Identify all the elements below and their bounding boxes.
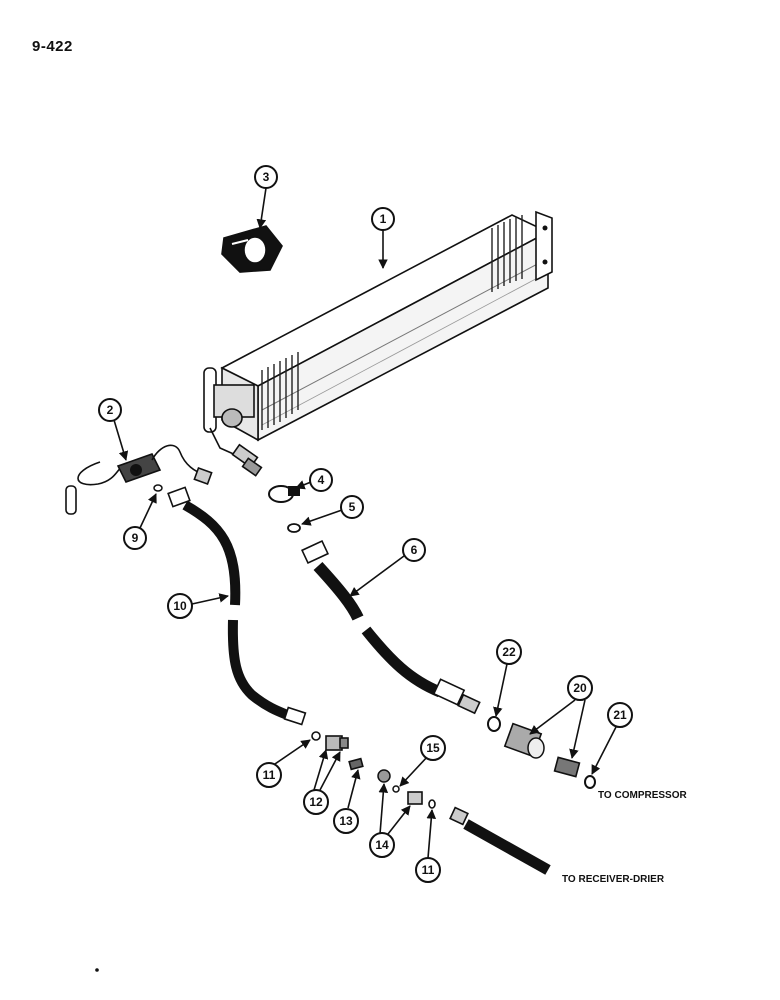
o-ring-15	[392, 785, 400, 793]
svg-text:13: 13	[339, 814, 353, 828]
evaporator-core	[203, 210, 553, 477]
svg-text:15: 15	[426, 741, 440, 755]
callout-10: 10	[167, 593, 193, 619]
svg-text:14: 14	[375, 838, 389, 852]
callout-21: 21	[607, 702, 633, 728]
svg-text:6: 6	[411, 543, 418, 557]
svg-text:11: 11	[263, 768, 276, 782]
svg-text:3: 3	[263, 170, 270, 184]
valve-core-13	[348, 757, 364, 771]
label-to-receiver-drier: TO RECEIVER-DRIER	[562, 874, 665, 885]
o-ring-11-lower	[428, 799, 436, 809]
leader-lines	[113, 187, 617, 859]
svg-text:5: 5	[349, 500, 356, 514]
svg-text:1: 1	[380, 212, 387, 226]
svg-text:21: 21	[613, 708, 627, 722]
o-ring-9	[153, 484, 163, 492]
callout-22: 22	[496, 639, 522, 665]
o-ring-11-upper	[311, 731, 321, 741]
callout-13: 13	[333, 808, 359, 834]
fitting-14	[377, 769, 423, 805]
svg-text:4: 4	[318, 473, 325, 487]
callout-3: 3	[254, 165, 278, 189]
svg-text:12: 12	[309, 795, 323, 809]
callout-15: 15	[420, 735, 446, 761]
callout-2: 2	[98, 398, 122, 422]
svg-text:10: 10	[173, 599, 187, 613]
callout-20: 20	[567, 675, 593, 701]
page-number: 9-422	[32, 38, 73, 55]
label-to-compressor: TO COMPRESSOR	[598, 790, 687, 801]
svg-text:22: 22	[502, 645, 516, 659]
callout-14: 14	[369, 832, 395, 858]
fitting-20-insert	[553, 756, 581, 778]
receiver-drier-line	[449, 806, 551, 875]
print-dot	[95, 968, 99, 972]
callout-5: 5	[340, 495, 364, 519]
callout-11-lower: 11	[415, 857, 441, 883]
svg-text:20: 20	[573, 681, 587, 695]
expansion-valve	[65, 444, 213, 515]
callout-6: 6	[402, 538, 426, 562]
svg-text:2: 2	[107, 403, 114, 417]
callout-1: 1	[371, 207, 395, 231]
hose-6	[301, 539, 481, 715]
callout-4: 4	[309, 468, 333, 492]
callout-11-upper: 11	[256, 762, 282, 788]
hose-10	[167, 486, 307, 726]
o-ring-22	[487, 716, 501, 732]
o-ring-5	[287, 523, 301, 533]
callout-9: 9	[123, 526, 147, 550]
callout-12: 12	[303, 789, 329, 815]
fitting-12	[325, 735, 349, 751]
hose-clamp	[268, 485, 300, 503]
insulation-tape-roll	[221, 225, 283, 273]
o-ring-21	[584, 775, 596, 789]
svg-text:11: 11	[422, 863, 435, 877]
svg-text:9: 9	[132, 531, 139, 545]
